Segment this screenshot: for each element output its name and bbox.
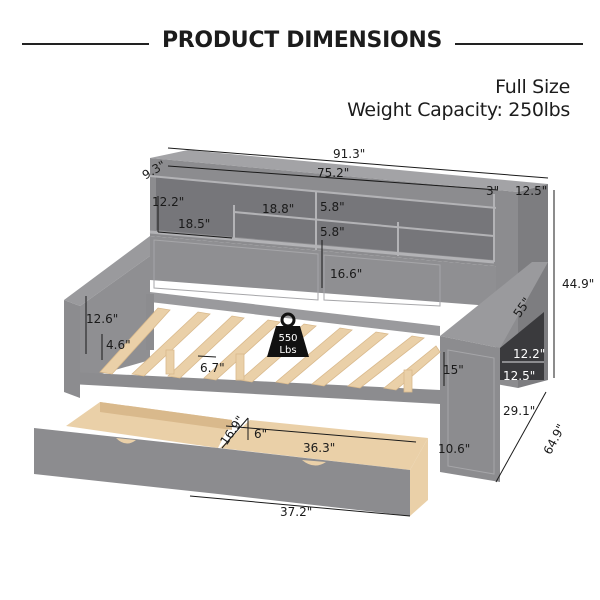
dim-overall-width: 64.9" xyxy=(541,422,569,457)
dim-divider-gap: 3" xyxy=(486,184,499,198)
dim-desk-height: 29.1" xyxy=(503,404,535,418)
dim-slat-gap: 6.7" xyxy=(200,361,225,375)
page-title: PRODUCT DIMENSIONS xyxy=(161,28,443,53)
badge-unit: Lbs xyxy=(279,345,296,356)
dim-side-cubby-height: 12.2" xyxy=(513,347,545,361)
bed-size-label: Full Size xyxy=(495,76,570,98)
dim-drawer-inner-length: 36.3" xyxy=(303,441,335,455)
dim-headboard-panel-height: 16.6" xyxy=(330,267,362,281)
dim-lower-cubby-height: 5.8" xyxy=(320,225,345,239)
dim-shelf-width-left: 18.5" xyxy=(178,217,210,231)
dim-side-shelf-width: 12.5" xyxy=(515,184,547,198)
dim-footboard-height: 12.6" xyxy=(86,312,118,326)
dim-floor-clearance: 10.6" xyxy=(438,442,470,456)
headboard-bookcase xyxy=(149,150,548,308)
drawer-right xyxy=(218,420,428,516)
bed-frame xyxy=(64,236,440,404)
title-row: PRODUCT DIMENSIONS xyxy=(0,28,600,58)
dim-shelf-height-left: 12.2" xyxy=(152,195,184,209)
dim-drawer-length: 37.2" xyxy=(280,505,312,519)
drawer-left xyxy=(34,402,232,494)
dim-drawer-height: 6" xyxy=(254,427,267,441)
dim-upper-cubby-height: 5.8" xyxy=(320,200,345,214)
dim-side-cubby-width: 12.5" xyxy=(503,369,535,383)
side-desk xyxy=(440,262,548,482)
dim-rail-height: 15" xyxy=(443,363,464,377)
weight-capacity-label: Weight Capacity: 250lbs xyxy=(347,99,570,121)
dim-shelf-inner-length: 75.2" xyxy=(317,166,349,180)
dim-overall-length: 91.3" xyxy=(333,147,365,161)
dimension-lines xyxy=(85,147,555,517)
dim-overall-height: 44.9" xyxy=(562,277,594,291)
dim-rail-to-slat: 4.6" xyxy=(106,338,131,352)
dim-mid-shelf-width: 18.8" xyxy=(262,202,294,216)
weight-capacity-badge: 550 Lbs xyxy=(267,312,309,357)
title-divider-right xyxy=(455,43,583,45)
title-divider-left xyxy=(22,43,149,45)
badge-value: 550 xyxy=(278,333,297,344)
